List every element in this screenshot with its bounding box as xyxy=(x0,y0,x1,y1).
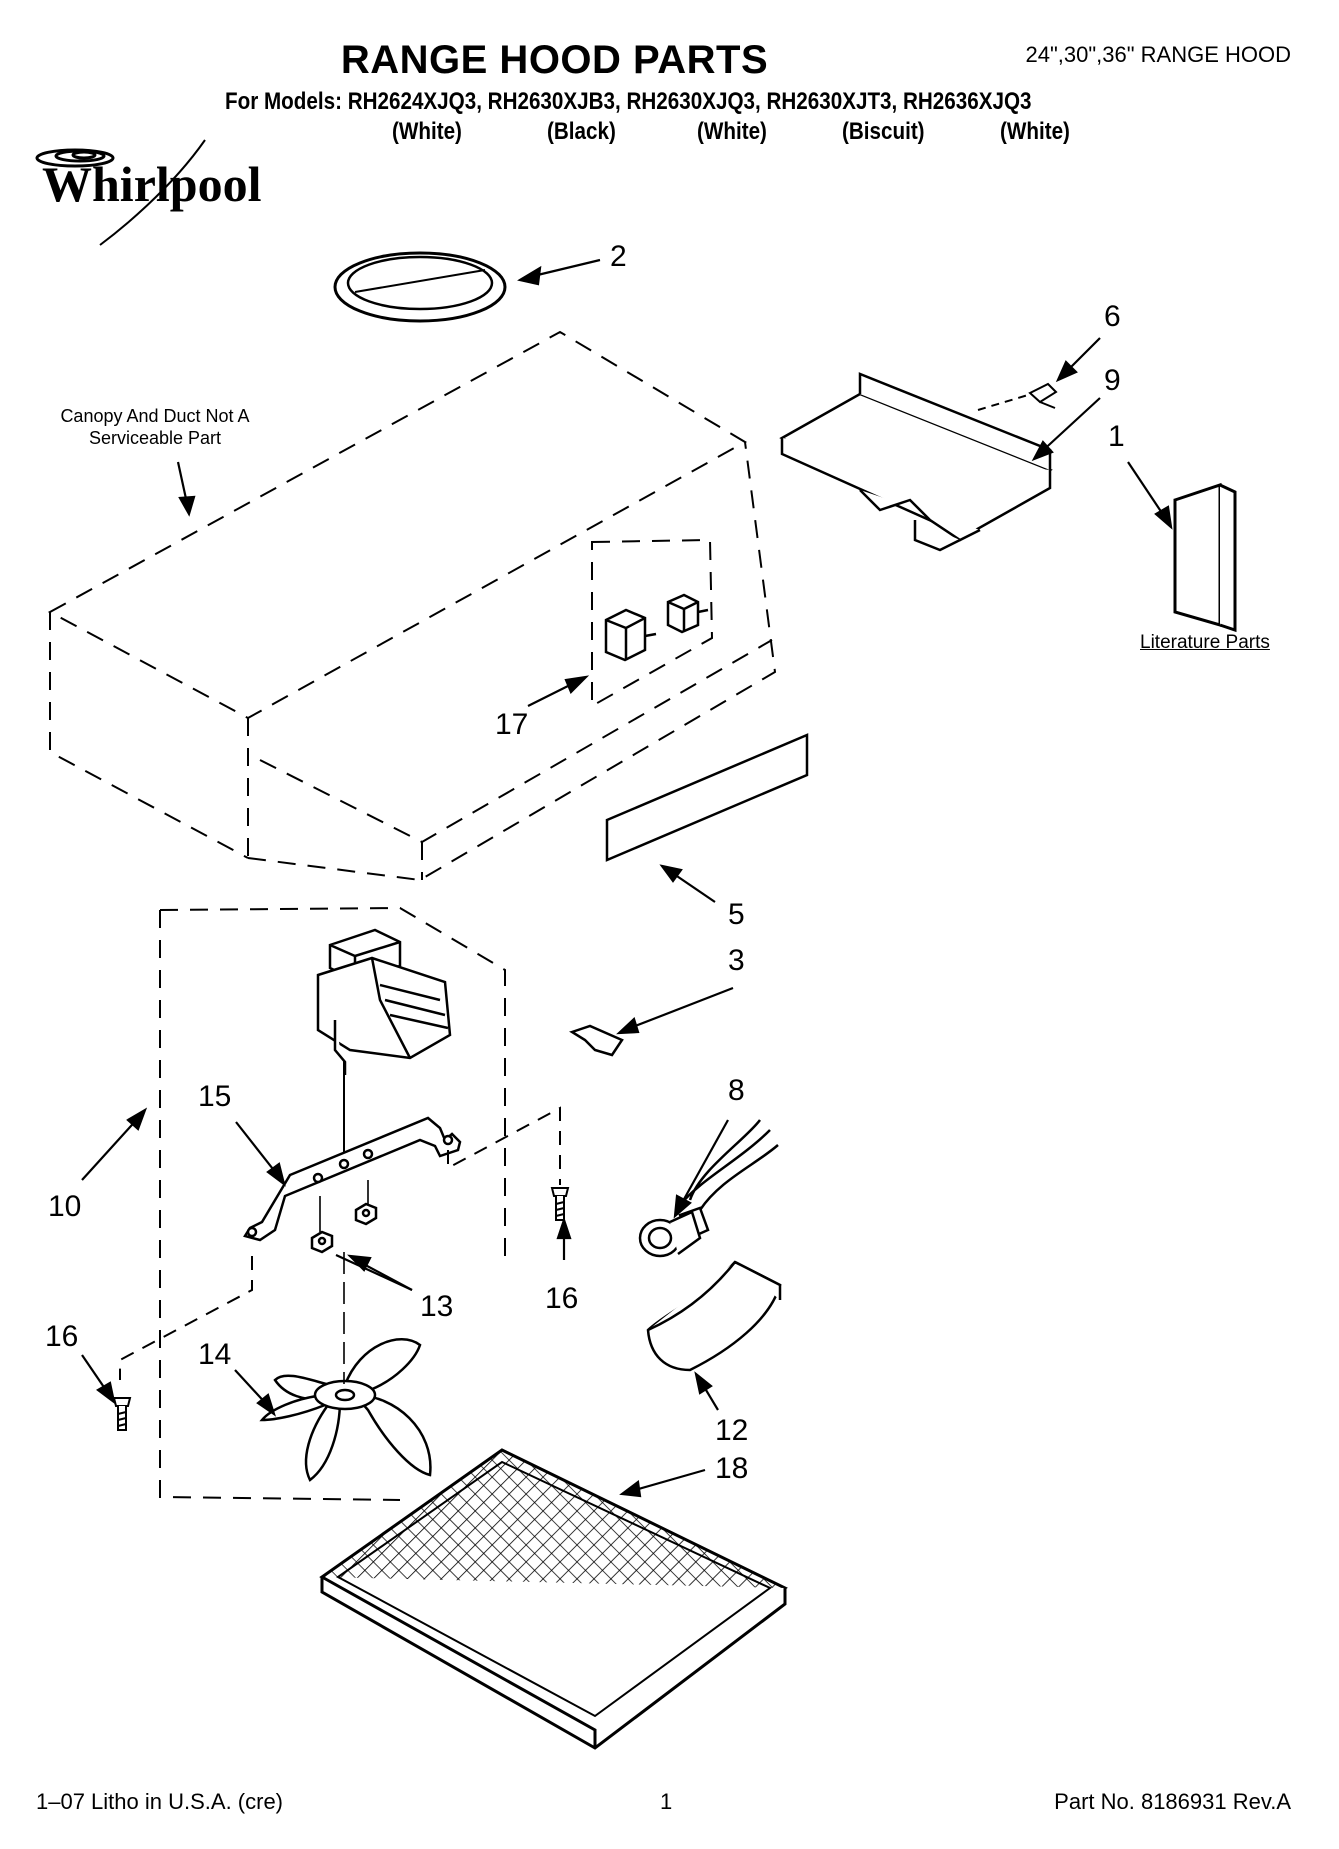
footer-part-number: Part No. 8186931 Rev.A xyxy=(1054,1789,1291,1814)
part-12-cover xyxy=(646,1260,782,1372)
part-number-12: 12 xyxy=(715,1414,749,1447)
part-number-10: 10 xyxy=(48,1190,82,1223)
model-color-4: (Biscuit) xyxy=(842,118,925,145)
part-number-6: 6 xyxy=(1104,300,1121,333)
part-number-1: 1 xyxy=(1108,420,1125,453)
part-number-14: 14 xyxy=(198,1338,232,1371)
part-17-switches xyxy=(604,593,709,662)
part-number-15: 15 xyxy=(198,1080,232,1113)
part-number-8: 8 xyxy=(728,1074,745,1107)
model-color-1: (White) xyxy=(392,118,462,145)
page-title: RANGE HOOD PARTS xyxy=(340,38,769,82)
part-2-damper xyxy=(333,251,507,323)
canopy-outline xyxy=(47,330,777,882)
part-number-5: 5 xyxy=(728,898,745,931)
bracket-dashed-lines xyxy=(119,1106,561,1380)
models-line: For Models: RH2624XJQ3, RH2630XJB3, RH26… xyxy=(225,88,1032,115)
part-10-blower-box xyxy=(159,906,506,1501)
part-15-motor-bracket xyxy=(243,1116,462,1242)
model-color-2: (Black) xyxy=(547,118,616,145)
nut-guide-lines xyxy=(319,1180,369,1232)
motor xyxy=(316,928,452,1075)
part-8-wiring-socket xyxy=(638,1119,779,1258)
model-color-3: (White) xyxy=(697,118,767,145)
part-13-nuts xyxy=(310,1202,378,1254)
part-number-3: 3 xyxy=(728,944,745,977)
part-number-9: 9 xyxy=(1104,364,1121,397)
part-number-2: 2 xyxy=(610,240,627,273)
leader-arrows xyxy=(81,258,1173,1498)
part-6-screw xyxy=(977,382,1058,411)
part-18-grease-filter xyxy=(319,1448,788,1750)
model-color-5: (White) xyxy=(1000,118,1070,145)
part-number-13: 13 xyxy=(420,1290,454,1323)
part-9-filter-bracket xyxy=(779,372,1053,552)
whirlpool-logo-text: Whirlpool xyxy=(42,156,262,212)
part-number-17: 17 xyxy=(495,708,529,741)
literature-parts-label: Literature Parts xyxy=(1140,632,1270,653)
hood-size-subtitle: 24",30",36" RANGE HOOD xyxy=(1025,42,1291,67)
canopy-note: Canopy And Duct Not A Serviceable Part xyxy=(60,406,250,448)
footer-page-number: 1 xyxy=(660,1789,673,1814)
part-3-clip xyxy=(569,1024,624,1057)
part-16-screws xyxy=(112,1187,570,1431)
part-14-fan-blade xyxy=(259,1338,432,1482)
part-1-literature xyxy=(1173,482,1237,633)
part-number-16-right: 16 xyxy=(545,1282,579,1315)
part-number-16-left: 16 xyxy=(45,1320,79,1353)
part-5-lens xyxy=(605,733,809,862)
whirlpool-swirl-icon xyxy=(35,139,206,246)
part-number-18: 18 xyxy=(715,1452,749,1485)
footer-litho: 1–07 Litho in U.S.A. (cre) xyxy=(36,1789,284,1814)
